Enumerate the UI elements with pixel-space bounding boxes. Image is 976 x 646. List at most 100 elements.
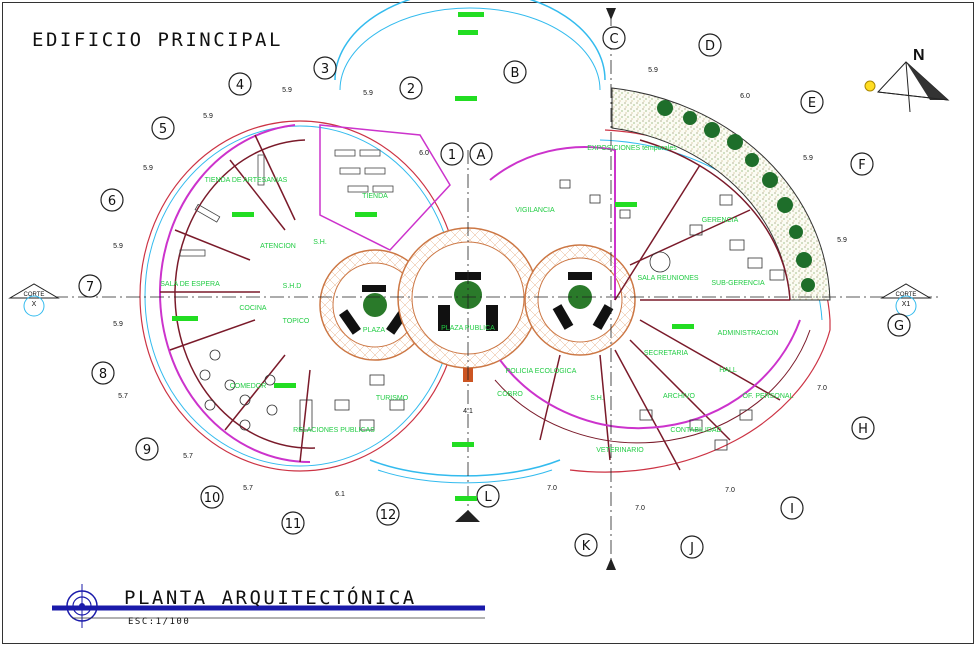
garden-band [611,87,831,301]
grid-bubble-icon: C [602,26,626,50]
room-label: GERENCIA [702,217,739,224]
grid-bubble-label: 4 [236,78,244,93]
grid-bubble-label: 3 [321,62,329,77]
room-labels: TIENDA DE ARTESANIASTIENDAATENCIONS.H.S.… [160,145,793,454]
title-block: PLANTA ARQUITECTÓNICA ESC:1/100 [52,584,485,628]
dimension-label: 5.9 [113,243,123,250]
top-arc-cyan [334,0,606,81]
grid-bubble-label: 7 [86,280,94,295]
grid-bubble-icon: G [887,313,911,337]
room-label: TURISMO [376,395,409,402]
grid-bubble-label: 9 [143,443,151,458]
tree-icon [704,122,720,138]
grid-bubble-label: 12 [380,508,397,523]
green-tags [172,12,694,501]
tienda-walls [319,124,451,251]
room-label: COMEDOR [230,383,267,390]
sun-icon [864,80,876,92]
room-label: VETERINARIO [596,447,644,454]
grid-bubble-label: 5 [159,122,167,137]
grid-bubble-icon: A [469,142,493,166]
dimension-label: 5.9 [363,90,373,97]
room-label: TIENDA [362,193,388,200]
left-radial-walls [160,134,311,463]
tree-icon [762,172,778,188]
room-label: ATENCION [260,243,296,250]
tree-icon [683,111,697,125]
grid-bubble-icon: 10 [200,485,224,509]
grid-bubble-label: A [477,148,486,163]
left-wall-outer [158,124,311,463]
grid-bubble-icon: 5 [151,116,175,140]
exhibition-walls [489,146,616,300]
section-mark-icon: CORTE X [8,283,60,317]
dimension-label: 5.7 [243,485,253,492]
scale-label: ESC:1/100 [128,617,190,627]
grid-bubble-icon: I [780,496,804,520]
grid-bubble-icon: D [698,33,722,57]
room-label: HALL [719,367,737,374]
room-label: VIGILANCIA [515,207,555,214]
room-label: ARCHIVO [663,393,695,400]
room-label: SALA REUNIONES [637,275,698,282]
grid-bubble-label: J [689,541,694,556]
room-label: OF. PERSONAL [743,393,794,400]
shelves [179,149,394,257]
dimension-label: 6.0 [740,93,750,100]
grid-bubble-label: 8 [99,367,107,382]
room-label: PLAZA PUBLICA [441,325,495,332]
room-label: COBRO [497,391,523,398]
dimension-label: 5.9 [143,165,153,172]
room-label: CONTABILIDAD [670,427,721,434]
grid-bubble-icon: 12 [376,502,400,526]
grid-bubble-label: H [858,422,868,437]
dimension-label: 5.9 [803,155,813,162]
grid-bubble-icon: K [574,533,598,557]
sheet-title: EDIFICIO PRINCIPAL [32,29,283,51]
room-label: SALA DE ESPERA [160,281,220,288]
svg-text:X1: X1 [902,301,911,308]
tree-icon [796,252,812,268]
dimension-label: 5.9 [837,237,847,244]
grid-bubble-label: B [511,66,520,81]
grid-bubble-icon: B [503,60,527,84]
grid-bubble-icon: H [851,416,875,440]
room-label: S.H. [590,395,604,402]
room-label: ADMINISTRACION [718,330,779,337]
grid-bubble-icon: F [850,152,874,176]
grid-bubble-label: E [808,96,816,111]
svg-text:CORTE: CORTE [24,292,45,298]
dimension-label: 5.7 [183,453,193,460]
dimension-label: 7.0 [725,487,735,494]
section-mark-icon: CORTE X1 [880,283,932,317]
dimension-label: 7.0 [817,385,827,392]
dimension-label: 6.1 [335,491,345,498]
grid-bubble-icon: 6 [100,188,124,212]
dimension-label: 4.1 [463,408,473,415]
grid-bubble-label: 10 [204,491,221,506]
grid-bubble-icon: 11 [281,511,305,535]
dimension-label: 5.9 [282,87,292,94]
grid-bubble-icon: E [800,90,824,114]
grid-bubble-icon: 2 [399,76,423,100]
dimension-label: 6.0 [419,150,429,157]
grid-bubble-icon: J [680,535,704,559]
grid-bubble-label: K [582,539,591,554]
dimension-label: 5.7 [118,393,128,400]
furniture [199,179,785,451]
axis-lines [30,12,940,570]
plaza-right [524,244,636,356]
tree-icon [801,278,815,292]
grid-bubble-label: 6 [108,194,116,209]
grid-bubble-label: C [609,32,618,47]
grid-bubble-icon: L [476,484,500,508]
grid-bubble-label: 2 [407,82,415,97]
grid-bubble-label: F [858,158,865,173]
dimension-label: 5.9 [113,321,123,328]
room-label: S.H.D [283,283,302,290]
section-arrow-center [455,510,480,522]
room-label: S.H. [313,239,327,246]
